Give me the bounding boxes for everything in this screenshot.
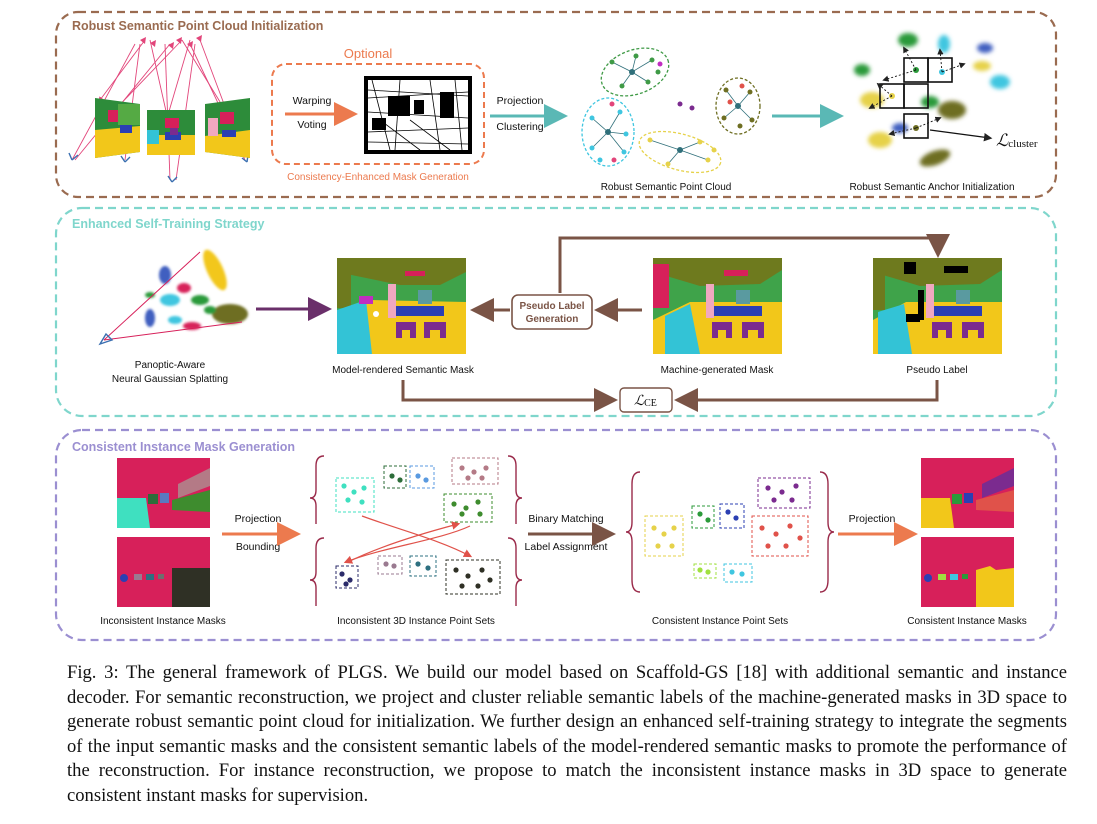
machine-generated-label: Machine-generated Mask bbox=[661, 365, 775, 376]
arrow-pseudo-to-ce bbox=[674, 380, 939, 412]
anchor-grid bbox=[879, 57, 953, 139]
inconsistent-mask-1 bbox=[117, 458, 210, 528]
inconsistent-mask-2 bbox=[117, 537, 210, 607]
pseudo-label-label: Pseudo Label bbox=[906, 365, 967, 376]
machine-generated-mask-image bbox=[653, 258, 782, 354]
arrow-to-pseudo bbox=[558, 234, 950, 293]
panel-instance-mask: Consistent Instance Mask Generation Inco… bbox=[54, 428, 1058, 642]
anchor-gaussians bbox=[854, 33, 1010, 167]
consistent-mask-2 bbox=[921, 537, 1014, 607]
model-rendered-mask-image bbox=[337, 258, 466, 354]
projection-label-1: Projection bbox=[497, 95, 544, 107]
cluster-loss: ℒcluster bbox=[996, 131, 1038, 150]
figure-caption: Fig. 3: The general framework of PLGS. W… bbox=[67, 662, 1067, 806]
panel-self-training: Enhanced Self-Training Strategy Panoptic… bbox=[54, 206, 1058, 418]
camera-targets bbox=[140, 35, 202, 49]
inconsistent-masks-label: Inconsistent Instance Masks bbox=[100, 616, 226, 627]
projection-label-2: Projection bbox=[235, 513, 282, 525]
consistency-mask-image bbox=[364, 76, 472, 154]
model-rendered-label: Model-rendered Semantic Mask bbox=[332, 365, 475, 376]
projection-label-3: Projection bbox=[849, 513, 896, 525]
input-view-3 bbox=[205, 98, 250, 158]
consistent-point-sets bbox=[625, 471, 835, 593]
point-cloud-label: Robust Semantic Point Cloud bbox=[601, 182, 732, 193]
ce-loss-box bbox=[619, 387, 673, 413]
gs-camera-rays bbox=[103, 251, 243, 341]
anchor-init-label: Robust Semantic Anchor Initialization bbox=[849, 182, 1014, 193]
pseudo-gen-label-2: Generation bbox=[526, 314, 579, 325]
consistent-mask-1 bbox=[921, 458, 1014, 528]
neural-gaussians bbox=[145, 249, 248, 330]
voting-label: Voting bbox=[297, 119, 326, 131]
gs-label-1: Panoptic-Aware bbox=[135, 360, 206, 371]
consistent-sets-label: Consistent Instance Point Sets bbox=[652, 616, 788, 627]
framework-figure: Robust Semantic Point Cloud Initializati… bbox=[54, 10, 1058, 642]
panel1-title: Robust Semantic Point Cloud Initializati… bbox=[72, 19, 323, 33]
mask-gen-label: Consistency-Enhanced Mask Generation bbox=[287, 172, 469, 183]
input-view-2 bbox=[147, 110, 195, 155]
bounding-label: Bounding bbox=[236, 541, 281, 553]
ce-loss: ℒCE bbox=[634, 394, 657, 409]
clustering-label: Clustering bbox=[496, 121, 543, 133]
inconsistent-sets-label: Inconsistent 3D Instance Point Sets bbox=[337, 616, 495, 627]
input-view-1 bbox=[95, 98, 140, 158]
warping-label: Warping bbox=[293, 95, 332, 107]
camera-origins bbox=[68, 152, 249, 183]
semantic-point-cloud bbox=[581, 47, 761, 174]
cluster-loss-arrow bbox=[929, 129, 993, 142]
pseudo-label-image bbox=[873, 258, 1002, 354]
label-assignment-label: Label Assignment bbox=[525, 541, 608, 553]
inconsistent-point-sets bbox=[309, 455, 523, 606]
panel-semantic-init: Robust Semantic Point Cloud Initializati… bbox=[54, 10, 1058, 199]
gs-camera bbox=[98, 332, 114, 346]
panel2-title: Enhanced Self-Training Strategy bbox=[72, 217, 264, 231]
consistent-masks-label: Consistent Instance Masks bbox=[907, 616, 1027, 627]
pseudo-gen-label-1: Pseudo Label bbox=[519, 301, 584, 312]
gs-label-2: Neural Gaussian Splatting bbox=[112, 374, 228, 385]
optional-box bbox=[271, 63, 485, 165]
anchor-offsets bbox=[868, 46, 966, 137]
panel3-title: Consistent Instance Mask Generation bbox=[72, 440, 295, 454]
optional-label: Optional bbox=[344, 46, 393, 61]
binary-matching-label: Binary Matching bbox=[528, 513, 603, 525]
pseudo-gen-box bbox=[511, 294, 593, 330]
arrow-rendered-to-ce bbox=[401, 380, 618, 412]
